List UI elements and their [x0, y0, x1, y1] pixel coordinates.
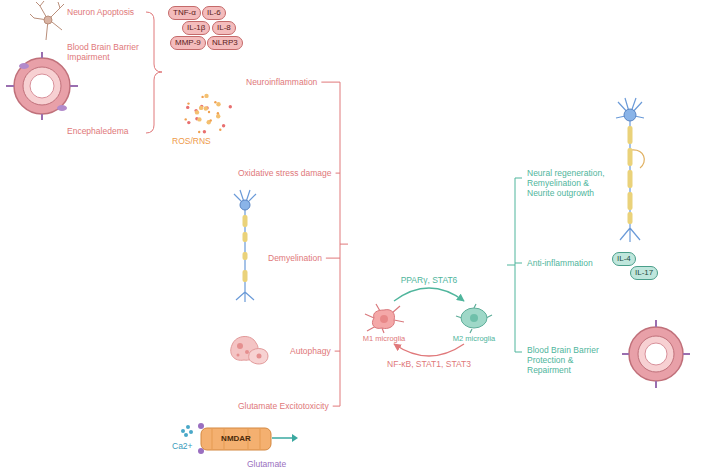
- bracket: [321, 82, 348, 406]
- annotation-label: Glutamate: [247, 459, 286, 469]
- annotation-label: Neuroinflammation: [246, 77, 317, 87]
- ros-dot: [208, 111, 210, 113]
- transition-arrow: [394, 344, 464, 356]
- ros-dot: [217, 112, 219, 114]
- annotation-label: ROS/RNS: [172, 136, 211, 146]
- cell-label: M2 microglia: [452, 334, 496, 343]
- cytokine-pill: IL-8: [212, 21, 236, 35]
- annotation-label: Blood Brain Barrier Impairment: [67, 42, 145, 62]
- ros-dot: [216, 114, 220, 118]
- demyelination-neuron: [234, 190, 256, 302]
- ros-dot: [210, 119, 212, 121]
- m1-microglia-cell: [362, 302, 406, 334]
- cytokine-pill: IL-4: [612, 252, 636, 266]
- node-text: IL-6: [207, 8, 221, 17]
- ros-dot: [222, 124, 225, 127]
- annotation-label: Encephaledema: [67, 126, 128, 136]
- bracket: [507, 178, 522, 352]
- ros-dot: [186, 106, 189, 109]
- ros-dot: [198, 131, 200, 133]
- cytokine-pill: IL-17: [630, 266, 658, 280]
- m1-microglia: M1 microglia: [362, 302, 406, 343]
- ros-dots: [185, 94, 233, 134]
- annotation-label: Glutamate Excitotoxicity: [238, 401, 329, 411]
- neuron-illustration: [30, 1, 64, 40]
- ros-dot: [207, 120, 211, 124]
- annotation-label: Oxidative stress damage: [238, 168, 332, 178]
- node-text: NMDAR: [200, 427, 272, 451]
- cell-nucleus: [470, 314, 478, 322]
- cell-process: [456, 304, 492, 333]
- annotation-label: Autophagy: [290, 346, 331, 356]
- cytokine-pill: IL-6: [202, 6, 226, 20]
- nmdar-illustration: [181, 423, 298, 454]
- cell-body: [461, 308, 487, 328]
- annotation-label: Neuron Apoptosis: [67, 7, 134, 17]
- ros-dot: [214, 101, 216, 103]
- cell-label: M1 microglia: [362, 334, 406, 343]
- autophagy-cells: [231, 336, 268, 364]
- ros-dot: [197, 117, 201, 121]
- annotation-label: Ca2+: [172, 441, 193, 451]
- vessel-illustration: [6, 52, 78, 120]
- ros-dot: [201, 96, 203, 98]
- transition-arrow: [394, 288, 464, 301]
- bracket: [146, 12, 162, 133]
- ros-dot: [187, 102, 189, 104]
- annotation-label: Neural regeneration, Remyelination & Neu…: [527, 168, 607, 199]
- ros-dot: [204, 106, 208, 110]
- m2-microglia-cell: [452, 302, 496, 334]
- nmdar-receptor: NMDAR: [200, 427, 272, 451]
- cytokine-pill: NLRP3: [207, 36, 243, 50]
- pathway-label: NF-κB, STAT1, STAT3: [385, 359, 473, 369]
- ros-dot: [187, 121, 190, 124]
- node-text: MMP-9: [175, 38, 201, 47]
- bracket-line: [321, 82, 348, 406]
- m2-microglia: M2 microglia: [452, 302, 496, 343]
- pathway-label: PPARγ, STAT6: [399, 275, 460, 285]
- ros-dot: [216, 102, 220, 106]
- regenerating-neuron: [616, 98, 644, 242]
- node-text: TNF-α: [173, 8, 196, 17]
- ros-dot: [199, 106, 203, 110]
- cytokine-pill: IL-1β: [182, 21, 210, 35]
- node-text: NLRP3: [212, 38, 238, 47]
- cell-nucleus: [380, 315, 388, 323]
- cell-process: [365, 304, 404, 333]
- node-text: IL-4: [617, 254, 631, 263]
- receptor-body: [201, 428, 271, 450]
- node-text: IL-17: [635, 268, 653, 277]
- cytokine-pill: MMP-9: [170, 36, 206, 50]
- ros-dot: [195, 110, 199, 114]
- ros-dot: [203, 130, 206, 133]
- annotation-label: Demyelination: [268, 253, 322, 263]
- annotation-label: Anti-inflammation: [527, 258, 593, 268]
- annotation-label: Blood Brain Barrier Protection & Repairm…: [527, 345, 617, 376]
- cytokine-pill: TNF-α: [168, 6, 201, 20]
- node-text: IL-1β: [187, 23, 205, 32]
- ros-dot: [185, 118, 187, 120]
- cell-body: [372, 310, 394, 329]
- ros-dot: [219, 129, 221, 131]
- node-text: IL-8: [217, 23, 231, 32]
- ros-dot: [204, 94, 208, 98]
- vessel-illustration: [622, 320, 690, 388]
- ros-dot: [229, 105, 232, 108]
